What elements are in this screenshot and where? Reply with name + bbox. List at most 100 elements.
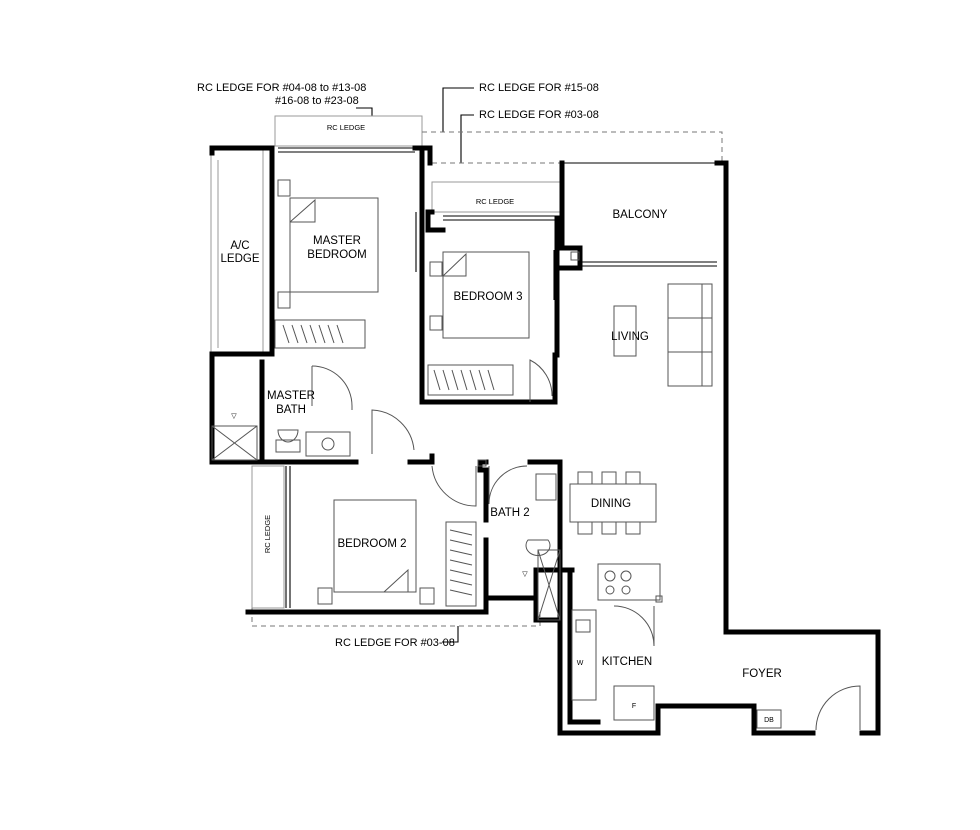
bath2-shower — [537, 549, 561, 621]
ac-ledge-label: A/C — [230, 240, 249, 252]
kitchen-counter — [597, 563, 661, 601]
wall — [419, 352, 558, 405]
wall — [209, 145, 275, 156]
leader-line — [460, 114, 474, 163]
master-toilet — [277, 429, 299, 443]
doors — [311, 359, 861, 731]
washer-label: W — [577, 660, 584, 667]
wardrobe-hangers — [282, 324, 344, 344]
bedroom2-rc-ledge-label: RC LEDGE — [263, 515, 272, 553]
wall — [425, 209, 435, 233]
bedroom2-door — [431, 465, 477, 507]
kitchen-label: KITCHEN — [602, 656, 652, 668]
bedroom3-label: BEDROOM 3 — [453, 291, 522, 303]
column-marker — [570, 251, 580, 261]
wardrobe-hangers — [433, 369, 495, 391]
master-bedroom-door — [371, 409, 415, 454]
floor-trap-icon: ▽ — [522, 571, 528, 578]
wall — [477, 459, 489, 523]
room-labels: A/C LEDGE MASTER BEDROOM MASTER BATH BED… — [221, 209, 782, 724]
living-label: LIVING — [611, 331, 649, 343]
hob-burner — [604, 570, 616, 582]
bath2-label: BATH 2 — [490, 507, 529, 519]
master-rc-ledge-outline — [274, 115, 423, 147]
column-marker — [477, 459, 487, 467]
coffee-table — [613, 305, 637, 357]
bath2-door — [488, 465, 528, 505]
master-rc-ledge-label: RC LEDGE — [327, 123, 365, 132]
bedroom3-door — [529, 359, 553, 402]
hob-burner — [620, 570, 632, 582]
master-bath-label: MASTER — [267, 390, 315, 402]
chair — [577, 471, 593, 485]
chair — [577, 521, 593, 535]
hob-burner — [605, 585, 615, 595]
toilet-cistern — [275, 439, 301, 453]
wall — [209, 145, 275, 465]
wall — [567, 567, 601, 725]
kitchen-door — [613, 605, 655, 647]
wall — [557, 617, 816, 736]
master-bath-label-2: BATH — [276, 404, 306, 416]
master-bath-door — [311, 365, 353, 410]
rc-ledge-03-bottom-dashed — [251, 608, 541, 627]
bedroom2-wardrobe — [445, 521, 477, 607]
master-wardrobe — [274, 319, 366, 349]
rc-ledge-15-dashed — [422, 131, 723, 163]
balcony-label: BALCONY — [613, 209, 668, 221]
bedroom3-bed-blanket — [442, 252, 467, 277]
master-bedroom-label-2: BEDROOM — [307, 249, 366, 261]
shower-cross — [211, 425, 258, 461]
wall — [714, 160, 881, 736]
kitchen-side-counter — [571, 609, 597, 701]
wardrobe-hangers — [449, 529, 473, 596]
master-bed-blanket — [289, 198, 316, 223]
ledge-labels: RC LEDGE RC LEDGE RC LEDGE — [263, 123, 514, 553]
dining-label: DINING — [591, 498, 631, 510]
bedroom2-bed — [333, 499, 417, 593]
side-table — [317, 587, 333, 605]
leader-line — [356, 107, 373, 116]
master-basin — [305, 431, 351, 457]
fridge — [613, 685, 655, 721]
bedroom2-bed-blanket — [383, 568, 409, 593]
leader-line — [442, 87, 474, 132]
bedroom3-wardrobe — [427, 364, 514, 396]
side-table — [277, 291, 291, 309]
wall — [245, 537, 489, 615]
ac-ledge-label-2: LEDGE — [221, 253, 260, 265]
rc-ledge-callout-03-bottom: RC LEDGE FOR #03-08 — [335, 637, 455, 649]
bedroom2-label: BEDROOM 2 — [337, 538, 406, 550]
rc-ledge-callout-04-13: RC LEDGE FOR #04-08 to #13-08 — [197, 82, 366, 94]
furniture: ▽ ▽ — [211, 160, 782, 729]
bedroom3-bed — [442, 251, 530, 339]
wall — [407, 453, 435, 465]
side-table — [419, 587, 435, 605]
wall — [559, 215, 583, 271]
floor-trap-icon: ▽ — [231, 413, 237, 420]
glazing — [278, 147, 717, 608]
distribution-board — [756, 709, 782, 729]
foyer-label: FOYER — [742, 668, 782, 680]
side-table — [429, 315, 443, 331]
db-label: DB — [764, 717, 774, 724]
side-table — [277, 179, 291, 197]
rc-ledge-callout-15: RC LEDGE FOR #15-08 — [479, 82, 599, 94]
fridge-label: F — [632, 703, 636, 710]
bedroom2-rc-ledge-outline — [251, 465, 285, 609]
sofa — [667, 283, 713, 387]
basin-bowl — [321, 437, 335, 451]
rc-ledge-callout-16-23: #16-08 to #23-08 — [275, 95, 359, 107]
chair — [601, 471, 617, 485]
leader-line — [442, 626, 459, 643]
walls — [209, 145, 881, 736]
ledge-outlines — [210, 115, 723, 627]
bedroom3-rc-ledge-label: RC LEDGE — [476, 197, 514, 206]
master-shower — [211, 425, 258, 461]
chair — [625, 471, 641, 485]
chair — [625, 521, 641, 535]
hob-burner — [621, 585, 631, 595]
side-table — [429, 261, 443, 277]
kitchen-sink — [575, 619, 591, 633]
column-marker — [655, 595, 663, 603]
